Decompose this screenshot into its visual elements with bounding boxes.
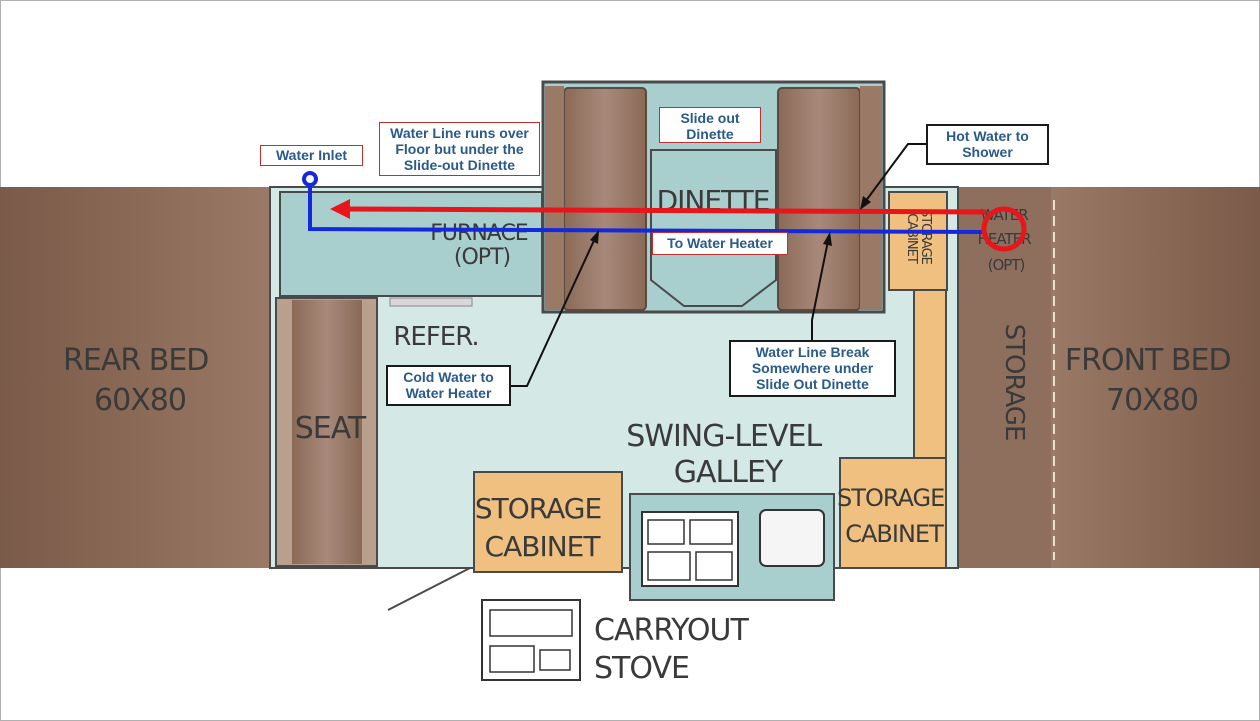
slide-out-dinette-note: Slide out Dinette (659, 107, 761, 143)
callout-arrowheads (590, 196, 871, 246)
cold-water-pointer-head (590, 230, 599, 244)
water-line-runs-line-2: Floor but under the (395, 141, 524, 157)
storage-strip (913, 289, 947, 461)
carryout-stove-icon (481, 599, 581, 681)
refer-label: REFER. (393, 322, 478, 352)
hot-water-line-2: Shower (962, 144, 1013, 160)
storage-cabinet-small (888, 191, 948, 291)
seat-label: SEAT (295, 411, 367, 446)
callout-pointers (510, 143, 926, 387)
cold-water-line-2: Water Heater (405, 385, 492, 401)
hot-water-pointer-head (860, 196, 871, 210)
water-heater-marker (981, 206, 1027, 252)
hot-water-arrowhead (330, 199, 350, 219)
rear-bed-label: REAR BED 60X80 (63, 343, 217, 418)
dinette-table (650, 149, 777, 307)
storage-cabinet-right (839, 457, 947, 569)
galley-sink (759, 509, 825, 567)
slide-out-dinette-line-1: Slide out (680, 110, 740, 126)
carryout-stove-label: CARRYOUT STOVE (594, 613, 756, 686)
cold-water-note: Cold Water to Water Heater (386, 365, 511, 406)
water-line-runs-line-3: Slide-out Dinette (403, 157, 516, 173)
dinette-frame-right (860, 86, 882, 310)
line-break-pointer (811, 235, 830, 342)
burner-icon (647, 519, 733, 581)
hot-water-line-1: Hot Water to (946, 128, 1029, 144)
slide-out-dinette-line-2: Dinette (686, 126, 734, 142)
hot-water-pointer (861, 143, 926, 207)
storage-cabinet-right-label: STORAGE CABINET (837, 484, 951, 548)
galley-label: SWING-LEVEL GALLEY (626, 419, 829, 490)
furnace-label: FURNACE (OPT) (430, 221, 533, 270)
refer-counter (389, 297, 473, 307)
water-inlet-note: Water Inlet (260, 145, 363, 166)
storage-cabinet-left (473, 471, 623, 573)
water-line-runs-note: Water Line runs over Floor but under the… (379, 122, 540, 176)
line-break-line-3: Slide Out Dinette (756, 376, 869, 392)
water-line-runs-line-1: Water Line runs over (390, 125, 529, 141)
water-inlet-icon (302, 171, 318, 187)
to-water-heater-note: To Water Heater (652, 232, 788, 255)
cold-water-line (308, 184, 987, 234)
cold-water-line-1: Cold Water to (403, 369, 494, 385)
line-break-pointer-head (823, 232, 832, 246)
dinette-frame-left (545, 86, 564, 310)
cold-water-pointer (510, 233, 598, 387)
front-bed (1050, 187, 1260, 568)
storage-cabinet-left-label: STORAGE CABINET (475, 492, 609, 563)
storage-cabinet-small-label: STORAGE CABINET (904, 209, 933, 267)
line-break-line-1: Water Line Break (755, 344, 870, 360)
carryout-pointer (387, 567, 471, 611)
line-break-line-2: Somewhere under (751, 360, 874, 376)
rear-bed (0, 187, 270, 568)
front-bed-label: FRONT BED 70X80 (1065, 343, 1239, 418)
line-break-note: Water Line Break Somewhere under Slide O… (729, 340, 896, 397)
hot-water-note: Hot Water to Shower (926, 124, 1049, 165)
dinette-seat-right (777, 87, 861, 311)
hot-water-line (345, 206, 987, 215)
seat-cushion (292, 300, 362, 564)
storage-label: STORAGE (999, 324, 1029, 441)
